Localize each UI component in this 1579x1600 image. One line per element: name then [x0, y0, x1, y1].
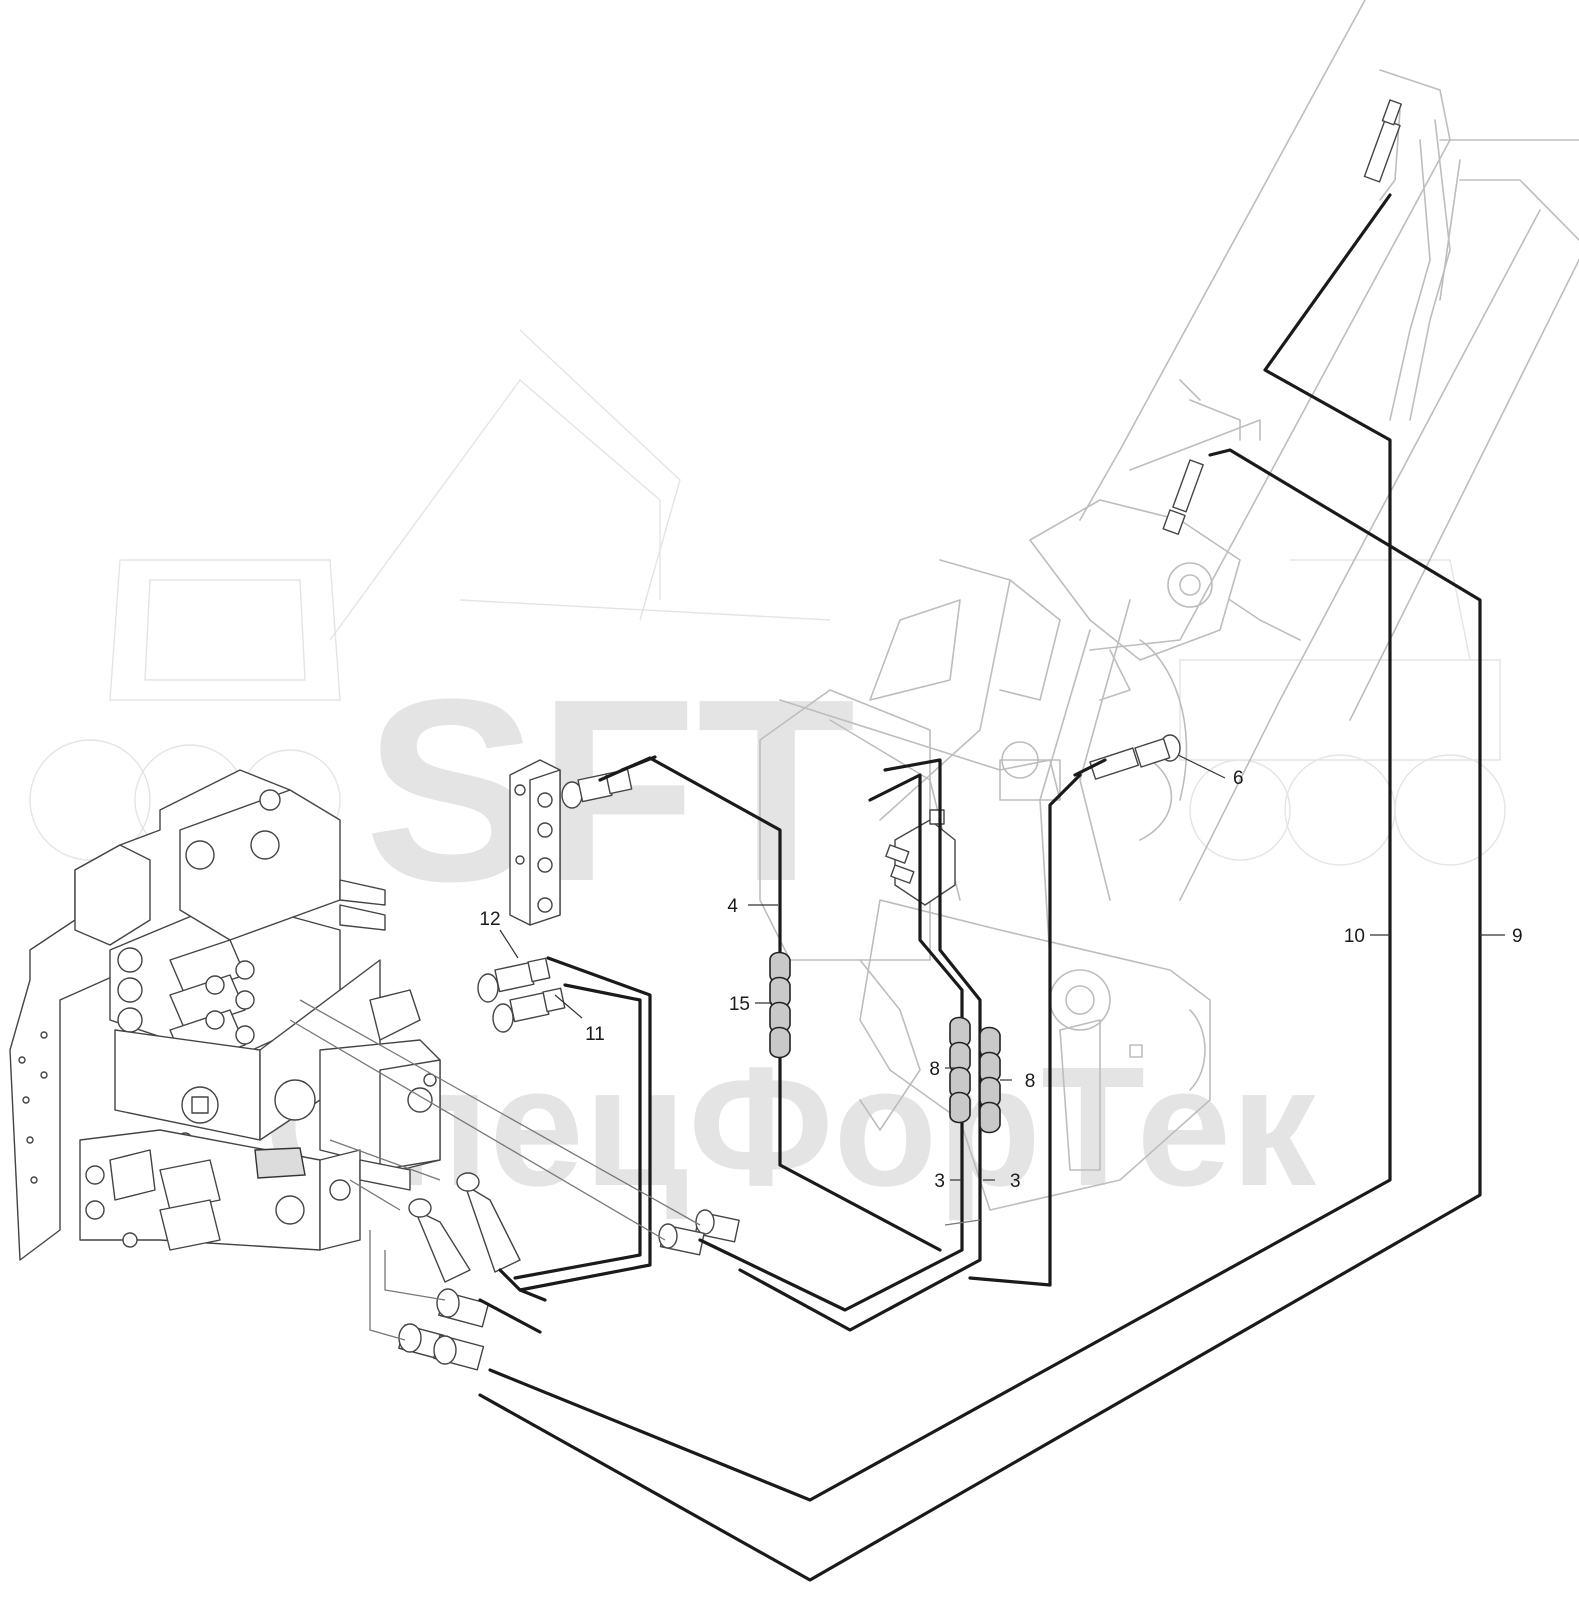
control-valve-assembly	[9, 769, 441, 1261]
callout-8-right: 8	[1025, 1071, 1036, 1092]
watermark-excavator-icon	[29, 329, 1506, 866]
hose-3	[698, 758, 982, 1332]
hose-9	[478, 448, 1482, 1582]
hose-lower-link	[478, 1268, 547, 1334]
callout-12: 12	[479, 909, 500, 930]
callout-3-left: 3	[934, 1171, 945, 1192]
fitting-manifold	[561, 768, 633, 809]
hose-4	[598, 755, 942, 1252]
clip-8-right	[979, 1026, 1001, 1134]
callout-6: 6	[1233, 768, 1244, 789]
callout-9: 9	[1512, 926, 1523, 947]
fitting-lower-group	[398, 1172, 740, 1371]
callout-leaders	[499, 754, 1505, 1181]
callout-15: 15	[729, 994, 750, 1015]
fitting-11	[492, 987, 566, 1033]
clip-8-left	[949, 1016, 971, 1124]
callout-11: 11	[585, 1024, 605, 1045]
callout-4: 4	[727, 896, 738, 917]
hose-10	[488, 193, 1392, 1502]
callout-3-right: 3	[1010, 1171, 1021, 1192]
callout-8-left: 8	[929, 1059, 940, 1080]
fitting-12	[477, 957, 551, 1003]
boom-structure	[759, 0, 1579, 1211]
hose-12-11	[513, 956, 652, 1292]
hose-6	[968, 758, 1107, 1287]
clip-15	[769, 951, 791, 1059]
fitting-boom-top	[1162, 99, 1402, 535]
manifold-block	[509, 759, 561, 926]
fitting-6	[1089, 734, 1181, 780]
callout-10: 10	[1344, 926, 1365, 947]
hose-routes	[289, 193, 1482, 1582]
callout-labels: 4 15 8 8 3 3 6 10 9 12 11	[479, 768, 1522, 1192]
hose-clips	[769, 951, 1001, 1134]
